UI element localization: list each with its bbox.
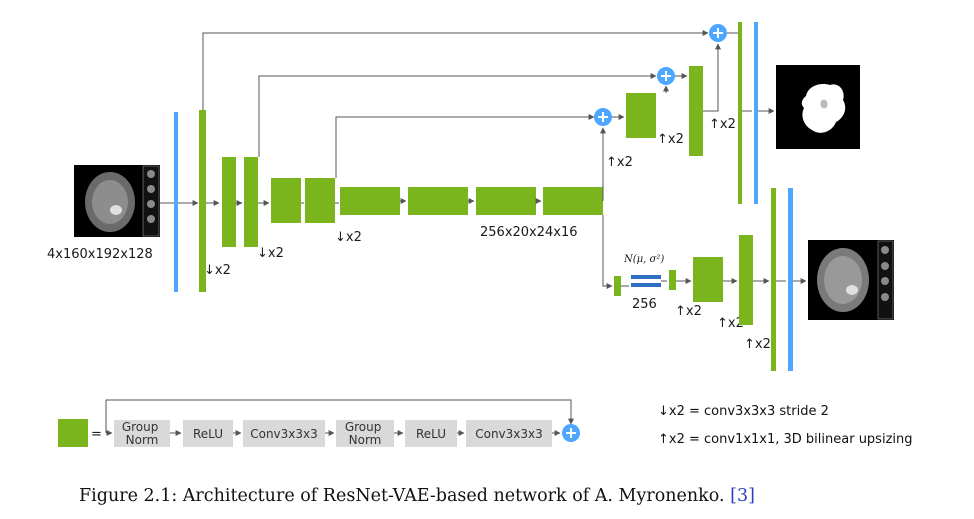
plus-icon [709,24,727,42]
legend-up-definition: ↑x2 = conv1x1x1, 3D bilinear upsizing [658,432,913,447]
plus-icon [562,424,580,442]
legend-op-groupnorm-1 [114,420,170,447]
caption-reference-link: [3] [730,486,755,506]
encoder-block-1 [199,110,206,292]
vae-sigma-bar [631,283,661,287]
mri-input-image [74,165,160,237]
legend-equals: = [91,427,102,442]
legend-op-label: ReLU [193,427,223,441]
skip-connection-2 [258,73,657,157]
legend-op-label: ReLU [416,427,446,441]
arrow-icon [602,215,613,289]
legend-op-label: Conv3x3x3 [475,427,543,441]
input-size-label: 4x160x192x128 [47,247,153,262]
plus-icon [657,67,675,85]
encoder-block-3b [305,178,335,223]
legend-op-relu-2 [405,420,457,447]
skip-connection-1 [202,30,709,110]
legend-op-label: Conv3x3x3 [250,427,318,441]
up-label-vae-3: ↑x2 [744,337,771,352]
encoder-block-3a [271,178,301,223]
legend-block-swatch [58,419,88,447]
encoder-block-4b [408,187,468,215]
up-label-vae-1: ↑x2 [675,304,702,319]
vae-block-1 [614,276,621,296]
encoder-block-2b [244,157,258,247]
legend-down-definition: ↓x2 = conv3x3x3 stride 2 [658,404,829,419]
vae-mu-bar [631,275,661,279]
encoder-block-2a [222,157,236,247]
encoder-block-4d [543,187,603,215]
decoder-block-3 [738,22,742,204]
arrow-icon [703,43,721,112]
up-label-vae-2: ↑x2 [717,316,744,331]
down-label-3: ↓x2 [335,230,362,245]
legend-op-label: Group Norm [345,420,385,447]
legend-op-conv-2 [466,420,552,447]
vae-distribution-label: N(μ, σ²) [623,254,664,265]
legend-skip-connection [105,399,574,433]
output-bar-seg [754,22,758,204]
vae-block-4 [739,235,753,325]
figure-caption: Figure 2.1: Architecture of ResNet-VAE-b… [79,486,755,506]
legend-op-groupnorm-2 [336,420,394,447]
up-label-3: ↑x2 [709,117,736,132]
encoder-block-4a [340,187,400,215]
output-bar-vae [788,188,793,371]
vae-block-3 [693,257,723,302]
segmentation-mask-image [776,65,860,149]
legend-op-conv-1 [243,420,325,447]
legend-op-label: Group Norm [122,420,162,447]
bottleneck-size-label: 256x20x24x16 [480,225,578,240]
up-label-1: ↑x2 [606,155,633,170]
mri-output-image [808,240,894,320]
down-label-1: ↓x2 [204,263,231,278]
up-label-2: ↑x2 [657,132,684,147]
encoder-block-4c [476,187,536,215]
down-label-2: ↓x2 [257,246,284,261]
input-bar [174,112,178,292]
vae-block-2 [669,270,676,290]
legend-op-relu-1 [183,420,233,447]
vae-dim-label: 256 [632,297,657,312]
decoder-block-1 [626,93,656,138]
vae-block-5 [771,188,776,371]
plus-icon [594,108,612,126]
skip-connection-3 [335,114,595,178]
decoder-block-2 [689,66,703,156]
